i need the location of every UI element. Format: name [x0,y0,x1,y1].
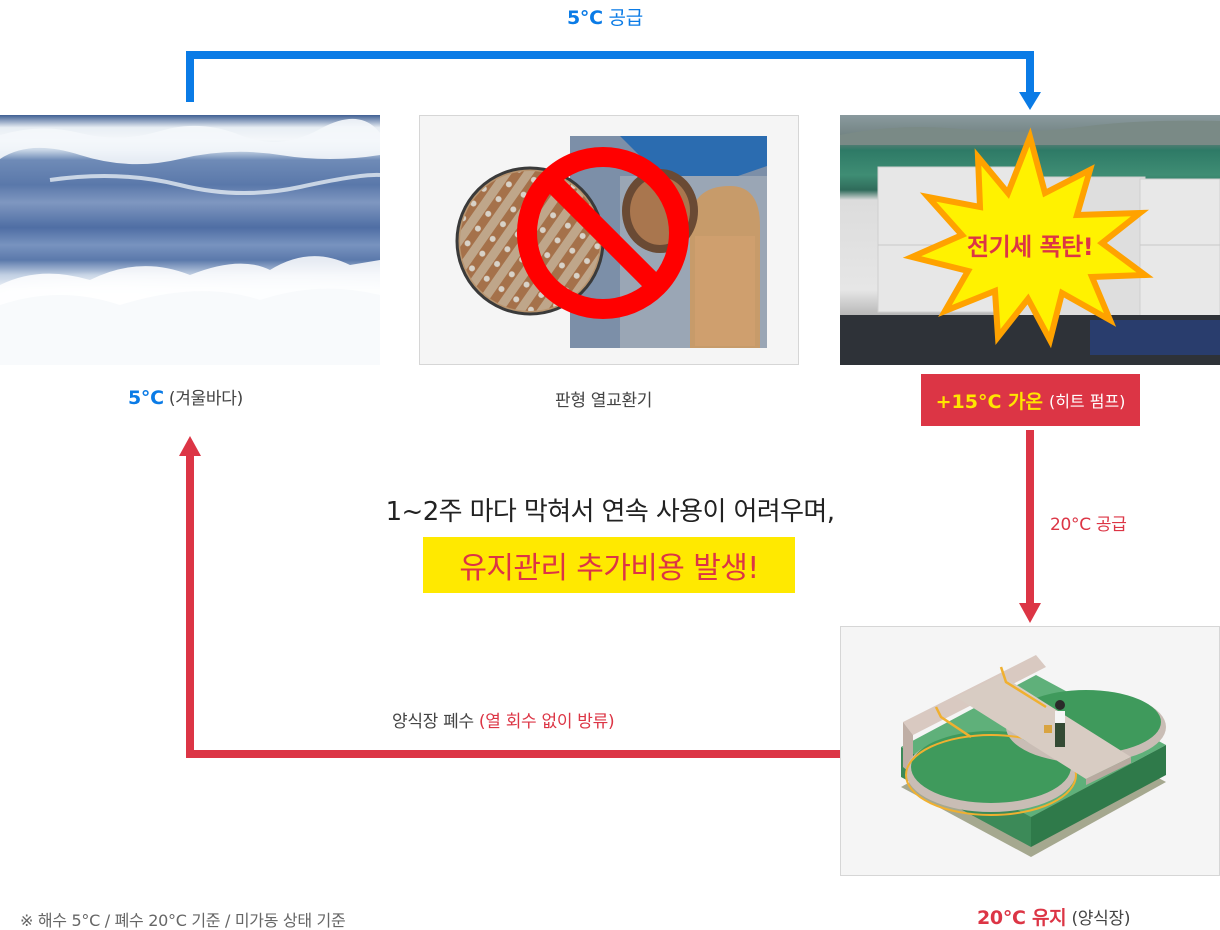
heat-exchanger-image [419,115,799,365]
waste-water-main: 양식장 폐수 [392,712,474,732]
explosion-burst-icon [902,127,1154,349]
seawater-temp: 5°C [128,387,164,409]
seawater-image [0,115,380,365]
footnote: ※ 해수 5°C / 폐수 20°C 기준 / 미가동 상태 기준 [20,911,346,930]
seawater-detail: (겨울바다) [168,389,243,409]
burst-label: 전기세 폭탄! [967,233,1094,261]
supply-line-left-vertical [186,51,194,102]
arrow-down-icon [1019,92,1041,110]
prohibited-icon [517,147,689,319]
fish-farm-image [840,626,1220,876]
cost-warning-highlight: 유지관리 추가비용 발생! [423,537,795,593]
heat-pump-image [840,115,1220,365]
heat-pump-badge: +15°C 가온 (히트 펌프) [921,374,1140,426]
heat-supply-line-vertical [1026,430,1034,605]
heat-pump-detail: (히트 펌프) [1048,392,1126,411]
waste-water-label: 양식장 폐수 (열 회수 없이 방류) [392,707,615,732]
arrow-down-icon [1019,603,1041,623]
seawater-label: 5°C (겨울바다) [128,384,243,409]
top-supply-temp: 5°C [567,7,603,29]
waste-water-note: (열 회수 없이 방류) [478,712,615,732]
top-supply-text: 공급 [608,7,644,29]
problem-message: 1~2주 마다 막혀서 연속 사용이 어려우며, [385,497,835,527]
fish-farm-detail: (양식장) [1071,909,1131,929]
ocean-waves-icon [0,118,380,365]
heat-exchanger-label: 판형 열교환기 [555,391,653,411]
heat-pump-temp: +15°C 가온 [935,390,1043,413]
fish-farm-temp: 20°C 유지 [977,907,1067,929]
fish-farm-label: 20°C 유지 (양식장) [977,903,1130,930]
waste-line-vertical [186,455,194,758]
heat-pump-photo-icon [840,120,1220,365]
plate-heat-exchanger-icon [455,136,767,348]
heat-supply-label: 20°C 공급 [1050,515,1127,535]
top-supply-label: 5°C 공급 [567,3,643,30]
waste-line-horizontal [186,750,840,758]
fish-farm-illustration-icon [901,655,1166,857]
supply-line-top-horizontal [186,51,1034,59]
supply-line-right-vertical [1026,51,1034,93]
arrow-up-icon [179,436,201,456]
